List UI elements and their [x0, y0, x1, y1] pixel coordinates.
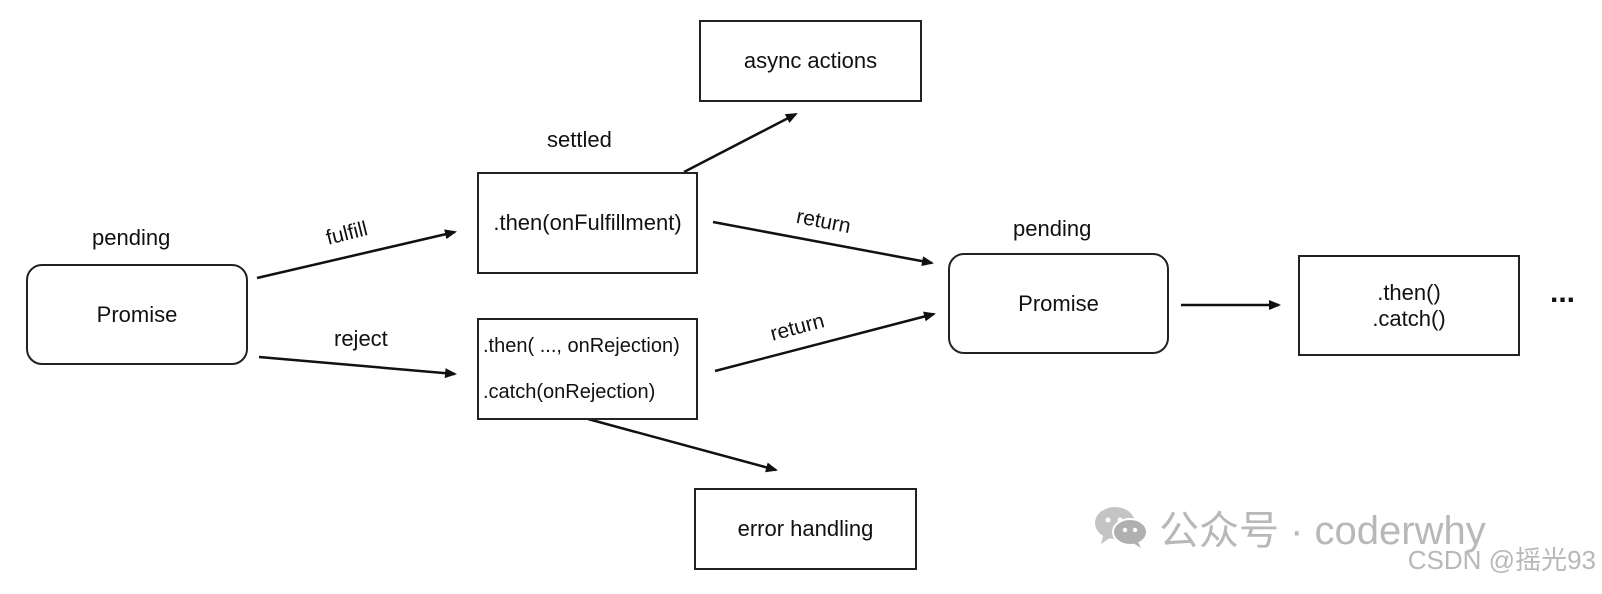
wechat-icon — [1095, 507, 1148, 548]
edge-fulfill — [256, 229, 457, 280]
watermark-brand-text: 公众号 · coderwhy — [1159, 509, 1486, 553]
state-label-pending-right: pending — [1013, 216, 1092, 241]
edge-reject — [258, 355, 457, 379]
rejection-handler-then-label: .then( ..., onRejection) — [483, 335, 680, 357]
error-handling-node: error handling — [694, 488, 917, 570]
promise-node-right: Promise — [948, 253, 1169, 354]
state-label-pending-left: pending — [92, 225, 171, 250]
state-label-settled: settled — [547, 127, 612, 152]
then-fulfillment-node: .then(onFulfillment) — [477, 172, 698, 274]
edge-to-error-handling — [587, 417, 778, 473]
then-fulfillment-label: .then(onFulfillment) — [493, 210, 682, 235]
promise-node-left: Promise — [26, 264, 248, 365]
async-actions-label: async actions — [743, 48, 878, 73]
continuation-ellipsis: ... — [1550, 276, 1576, 309]
edge-return-top — [712, 220, 934, 267]
promise-node-left-label: Promise — [96, 301, 178, 327]
watermark-brand: 公众号 · coderwhy — [1093, 498, 1486, 556]
rejection-handler-node: .then( ..., onRejection) .catch(onReject… — [477, 318, 698, 420]
edge-label-reject: reject — [334, 326, 388, 351]
watermark-source: CSDN @摇光93 — [1407, 545, 1596, 575]
async-actions-node: async actions — [699, 20, 922, 102]
chain-catch-label: .catch() — [1372, 305, 1446, 331]
promise-node-right-label: Promise — [1018, 290, 1099, 316]
chain-then-label: .then() — [1377, 279, 1441, 305]
chain-methods-node: .then() .catch() — [1298, 255, 1520, 356]
rejection-handler-catch-label: .catch(onRejection) — [483, 381, 656, 403]
edge-return-bottom — [714, 311, 936, 373]
error-handling-label: error handling — [737, 516, 874, 541]
edge-to-async-actions — [683, 112, 798, 174]
